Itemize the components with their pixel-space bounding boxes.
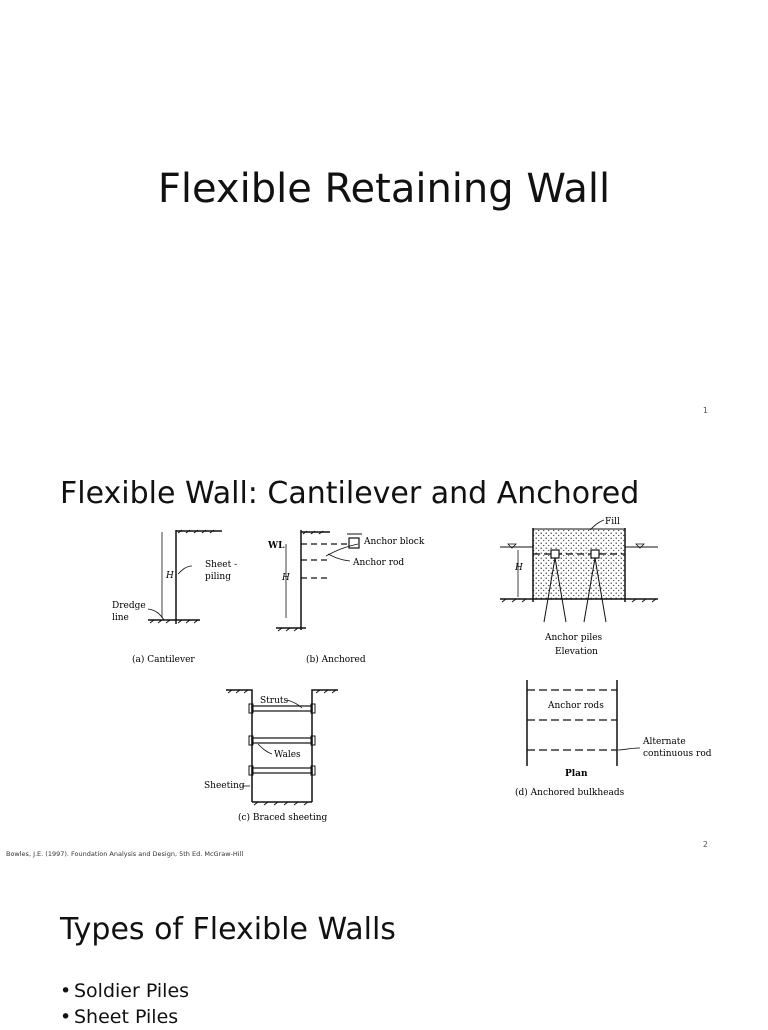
label-plan: Plan — [565, 769, 588, 779]
label-anchor-rods: Anchor rods — [547, 701, 604, 711]
label-anchor-block: Anchor block — [363, 537, 425, 547]
page-number: 1 — [702, 406, 708, 415]
caption-a: (a) Cantilever — [132, 654, 195, 665]
label-sheeting: Sheeting — [204, 781, 245, 791]
label-h-a: H — [165, 571, 174, 581]
slide-3: Types of Flexible Walls •Soldier Piles •… — [0, 864, 768, 1028]
caption-d: (d) Anchored bulkheads — [515, 787, 625, 798]
label-anchor-piles: Anchor piles — [544, 633, 603, 643]
citation: Bowles, J.E. (1997). Foundation Analysis… — [6, 850, 244, 858]
bulkhead-elevation-diagram — [500, 519, 658, 623]
label-continuous-rod: continuous rod — [643, 749, 712, 759]
slide-heading: Types of Flexible Walls — [60, 912, 396, 947]
slide-title: Flexible Retaining Wall — [157, 166, 611, 212]
slide-heading: Flexible Wall: Cantilever and Anchored — [60, 476, 640, 511]
label-alternate: Alternate — [642, 737, 686, 747]
slide-2: Flexible Wall: Cantilever and Anchored H… — [0, 432, 768, 864]
bulkhead-plan-diagram — [526, 680, 641, 766]
caption-b: (b) Anchored — [306, 654, 366, 665]
bullet-icon: • — [60, 980, 72, 1002]
wall-figure: H Sheet - piling Dredge line (a) Cantile… — [112, 517, 712, 823]
label-piling: piling — [205, 572, 231, 582]
cantilever-diagram — [147, 529, 222, 624]
label-fill: Fill — [605, 517, 620, 527]
slide-1: Flexible Retaining Wall 1 — [0, 0, 768, 432]
page-number: 2 — [702, 840, 708, 849]
bullet-list: •Soldier Piles •Sheet Piles — [60, 978, 189, 1030]
label-struts: Struts — [260, 696, 288, 706]
braced-sheeting-diagram — [226, 689, 338, 806]
label-h-b: H — [281, 573, 290, 583]
anchored-diagram — [276, 530, 362, 632]
caption-c: (c) Braced sheeting — [238, 812, 328, 823]
label-h-d: H — [514, 563, 523, 573]
label-line: line — [112, 613, 129, 623]
list-item: •Sheet Piles — [60, 1006, 179, 1028]
label-sheet: Sheet - — [205, 560, 237, 570]
label-wales: Wales — [274, 750, 301, 760]
label-elevation: Elevation — [555, 647, 598, 657]
bullet-icon: • — [60, 1006, 72, 1028]
label-dredge: Dredge — [112, 601, 146, 611]
label-anchor-rod: Anchor rod — [352, 558, 404, 568]
label-wl: WL — [267, 541, 285, 551]
list-item: •Soldier Piles — [60, 980, 190, 1002]
